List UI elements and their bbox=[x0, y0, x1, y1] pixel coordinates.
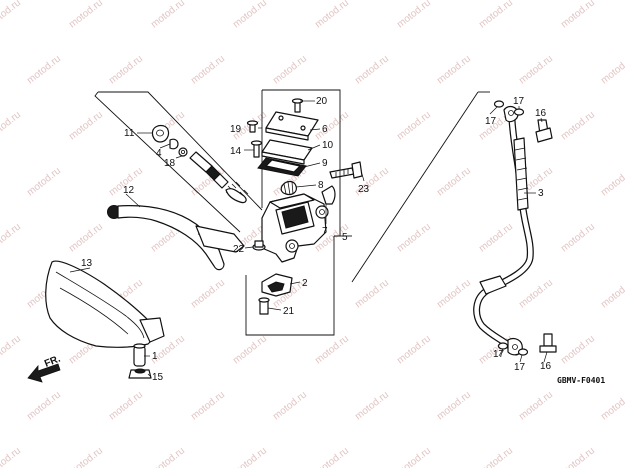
watermark-text: motod.ru bbox=[0, 109, 23, 142]
watermark-text: motod.ru bbox=[395, 0, 433, 30]
watermark-text: motod.ru bbox=[149, 0, 187, 30]
callout-8: 8 bbox=[318, 180, 324, 191]
watermark-text: motod.ru bbox=[231, 0, 269, 30]
watermark-text: motod.ru bbox=[231, 333, 269, 366]
watermark-text: motod.ru bbox=[0, 333, 23, 366]
watermark-text: motod.ru bbox=[559, 221, 597, 254]
watermark-text: motod.ru bbox=[67, 0, 105, 30]
watermark-text: motod.ru bbox=[271, 389, 309, 422]
callout-17-bottom-right: 17 bbox=[514, 362, 526, 373]
watermark-text: motod.ru bbox=[107, 389, 145, 422]
collar-and-bolt bbox=[128, 343, 152, 379]
watermark-text: motod.ru bbox=[149, 445, 187, 468]
callout-7: 7 bbox=[322, 226, 328, 237]
watermark-text: motod.ru bbox=[559, 0, 597, 30]
watermark-text: motod.ru bbox=[25, 53, 63, 86]
watermark-text: motod.ru bbox=[517, 389, 555, 422]
callout-13: 13 bbox=[81, 258, 93, 269]
diagram-code: GBMV-F0401 bbox=[557, 376, 605, 385]
callout-10: 10 bbox=[322, 140, 334, 151]
callout-11: 11 bbox=[124, 128, 135, 139]
watermark-text: motod.ru bbox=[67, 445, 105, 468]
callout-20: 20 bbox=[316, 96, 328, 107]
front-direction-arrow bbox=[27, 363, 61, 383]
callout-18: 18 bbox=[164, 158, 176, 169]
watermark-text: motod.ru bbox=[353, 389, 391, 422]
watermark-text: motod.ru bbox=[559, 445, 597, 468]
callout-21: 21 bbox=[283, 306, 295, 317]
callout-17-top-right: 17 bbox=[513, 96, 525, 107]
watermark-text: motod.ru bbox=[0, 221, 23, 254]
watermark-text: motod.ru bbox=[0, 445, 23, 468]
callout-12: 12 bbox=[123, 185, 135, 196]
watermark-text: motod.ru bbox=[435, 277, 473, 310]
watermark-text: motod.ru bbox=[67, 221, 105, 254]
watermark-text: motod.ru bbox=[559, 109, 597, 142]
watermark-text: motod.ru bbox=[395, 445, 433, 468]
watermark-text: motod.ru bbox=[599, 165, 625, 198]
watermark-text: motod.ru bbox=[559, 333, 597, 366]
watermark-text: motod.ru bbox=[395, 333, 433, 366]
watermark-text: motod.ru bbox=[231, 445, 269, 468]
leader-lines bbox=[69, 100, 548, 377]
watermark-text: motod.ru bbox=[477, 445, 515, 468]
callout-3: 3 bbox=[538, 188, 544, 199]
watermark-text: motod.ru bbox=[517, 53, 555, 86]
brake-lever bbox=[107, 205, 245, 271]
watermark-text: motod.ru bbox=[107, 53, 145, 86]
watermark-text: motod.ru bbox=[353, 277, 391, 310]
callout-17-top-left: 17 bbox=[485, 116, 497, 127]
watermark-text: motod.ru bbox=[435, 165, 473, 198]
watermark-text: motod.ru bbox=[25, 165, 63, 198]
callout-23: 23 bbox=[358, 184, 370, 195]
callout-labels: 1 2 3 4 5 6 7 8 9 10 11 12 13 14 15 16 1… bbox=[81, 96, 552, 383]
watermark-text: motod.ru bbox=[271, 53, 309, 86]
callout-16-bottom: 16 bbox=[540, 361, 552, 372]
callout-4: 4 bbox=[156, 148, 162, 159]
frame-lines bbox=[94, 89, 490, 336]
watermark-text: motod.ru bbox=[189, 277, 227, 310]
watermark-text: motod.ru bbox=[189, 389, 227, 422]
callout-17-bottom-left: 17 bbox=[493, 349, 505, 360]
watermark-text: motod.ru bbox=[313, 333, 351, 366]
watermark-text: motod.ru bbox=[517, 277, 555, 310]
callout-14: 14 bbox=[230, 146, 242, 157]
watermark-text: motod.ru bbox=[353, 53, 391, 86]
watermark-text: motod.ru bbox=[0, 0, 23, 30]
brake-switch bbox=[252, 240, 293, 315]
callout-15: 15 bbox=[152, 372, 164, 383]
callout-16-top: 16 bbox=[535, 108, 547, 119]
watermark-text: motod.ru bbox=[189, 53, 227, 86]
callout-9: 9 bbox=[322, 158, 328, 169]
watermark-text: motod.ru bbox=[599, 53, 625, 86]
banjo-bolt bbox=[329, 161, 363, 179]
watermark-text: motod.ru bbox=[25, 389, 63, 422]
watermark-text: motod.ru bbox=[599, 277, 625, 310]
reservoir-cap-set bbox=[246, 98, 319, 177]
callout-19: 19 bbox=[230, 124, 242, 135]
watermark-text: motod.ru bbox=[477, 221, 515, 254]
watermark-text: motod.ru bbox=[313, 109, 351, 142]
watermark-text: motod.ru bbox=[313, 445, 351, 468]
watermark-text: motod.ru bbox=[435, 53, 473, 86]
watermark-text: motod.ru bbox=[395, 109, 433, 142]
master-cylinder-body bbox=[261, 180, 336, 263]
knuckle-guard bbox=[45, 260, 165, 348]
brake-hose bbox=[473, 100, 557, 356]
callout-22: 22 bbox=[233, 244, 245, 255]
callout-1: 1 bbox=[152, 351, 158, 362]
callout-5: 5 bbox=[342, 232, 348, 243]
watermark-text: motod.ru bbox=[599, 389, 625, 422]
watermark-text: motod.ru bbox=[435, 389, 473, 422]
watermark-text: motod.ru bbox=[67, 109, 105, 142]
watermark-text: motod.ru bbox=[477, 0, 515, 30]
watermark-text: motod.ru bbox=[395, 221, 433, 254]
callout-6: 6 bbox=[322, 124, 328, 135]
callout-2: 2 bbox=[302, 278, 308, 289]
watermark-text: motod.ru bbox=[313, 0, 351, 30]
piston-set bbox=[151, 124, 249, 204]
